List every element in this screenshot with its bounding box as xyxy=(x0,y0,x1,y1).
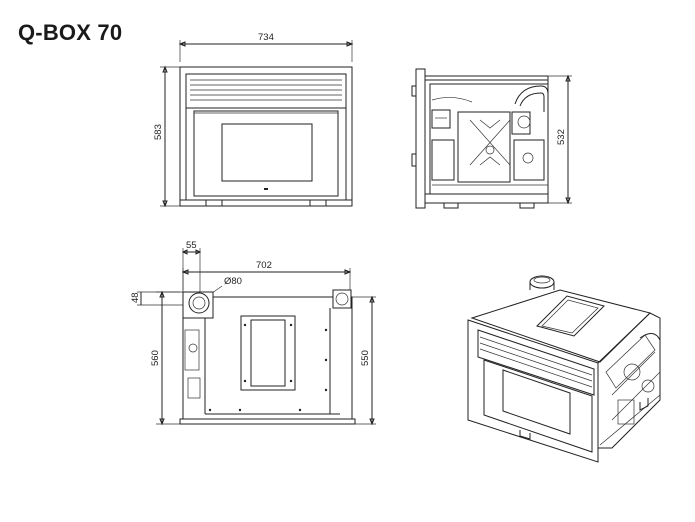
dim-front-height: 583 xyxy=(153,124,164,140)
dim-top-width: 702 xyxy=(256,260,272,271)
dim-top-depth-inner: 550 xyxy=(360,350,371,366)
dim-top-offset: 55 xyxy=(186,240,197,251)
isometric-view xyxy=(467,275,661,463)
dim-side-height: 532 xyxy=(556,129,567,145)
dim-top-depth-small: 48 xyxy=(130,292,141,303)
product-title: Q-BOX 70 xyxy=(18,20,123,45)
dim-top-depth: 560 xyxy=(150,350,161,366)
side-view: 532 xyxy=(411,68,572,209)
top-view: 55 702 Ø80 48 560 550 xyxy=(130,240,376,426)
dim-flue-diameter: Ø80 xyxy=(224,276,242,287)
dim-front-width: 734 xyxy=(258,32,274,43)
front-view: 734 583 xyxy=(153,32,354,208)
